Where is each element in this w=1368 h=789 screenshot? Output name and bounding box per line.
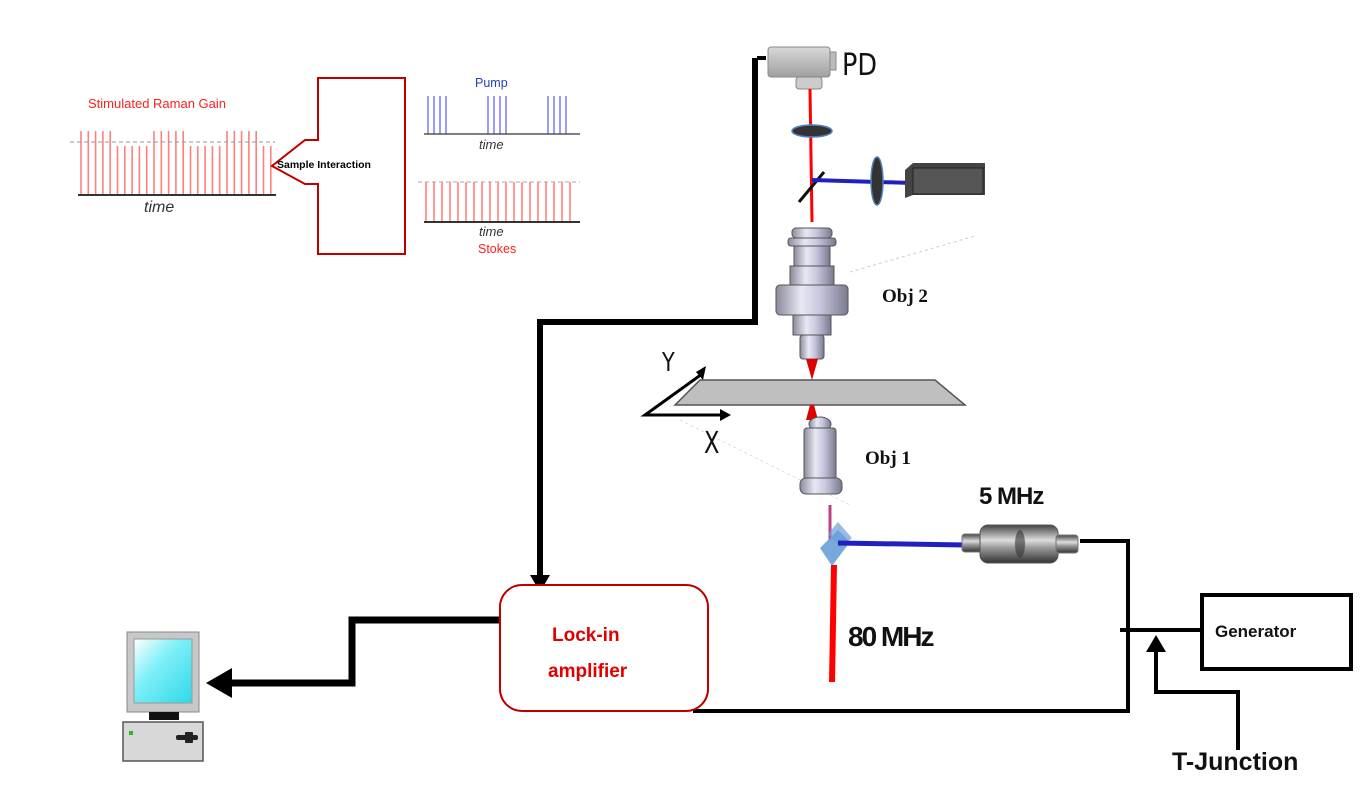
x-axis-label: X (704, 426, 720, 461)
focus-cone (806, 359, 818, 380)
modulator-freq-label: 5 MHz (979, 483, 1044, 510)
objective-1 (799, 416, 843, 495)
camera-lens (870, 156, 884, 206)
sample-interaction-label: Sample Interaction (277, 159, 371, 171)
laser-freq-label: 80 MHz (848, 621, 934, 652)
photodiode (767, 46, 837, 90)
gain-axis-label: time (144, 199, 175, 216)
gain-pulse-train (80, 131, 272, 195)
pump-axis-label: time (479, 137, 504, 152)
sample-slide (673, 379, 968, 406)
sample-interaction-arrow (270, 77, 406, 255)
lockin-label-line1: Lock-in (552, 625, 620, 646)
perspective-line (849, 235, 976, 273)
computer-input-arrow (206, 668, 232, 698)
stokes-title: Stokes (478, 242, 517, 256)
stokes-axis-label: time (479, 224, 504, 239)
stokes-beam-lower (829, 564, 837, 683)
pd-label: PD (842, 48, 878, 83)
camera-block (905, 163, 985, 198)
obj2-label: Obj 2 (882, 286, 928, 307)
y-axis-label: Y (662, 348, 675, 378)
pump-beam-lower (837, 540, 966, 548)
dichroic-mirror (797, 171, 826, 203)
pump-pulse-train (427, 96, 567, 134)
lockin-input-arrow (530, 575, 550, 592)
lockin-amplifier-box (499, 584, 709, 712)
tjunction-label: T-Junction (1172, 748, 1299, 776)
pd-signal-wire (537, 58, 758, 578)
computer (122, 631, 204, 762)
reference-wire (693, 539, 1130, 713)
objective-2 (775, 227, 849, 360)
generator-label: Generator (1215, 622, 1297, 641)
filter-lens (791, 124, 833, 138)
gain-title: Stimulated Raman Gain (88, 96, 227, 111)
lockin-label-line2: amplifier (548, 661, 628, 682)
stokes-pulse-train (425, 182, 571, 222)
generator-box (1200, 593, 1353, 671)
obj1-label: Obj 1 (865, 448, 911, 469)
pump-title: Pump (475, 76, 508, 90)
eom-modulator (961, 524, 1079, 564)
xy-axes (640, 366, 731, 421)
lockin-output-wire (225, 616, 500, 687)
transmitted-beam (806, 405, 818, 420)
tjunction-arrow (1146, 635, 1166, 652)
tjunction-pointer (1154, 648, 1240, 750)
pump-beam-upper (811, 178, 914, 185)
stokes-beam-upper (808, 88, 814, 223)
